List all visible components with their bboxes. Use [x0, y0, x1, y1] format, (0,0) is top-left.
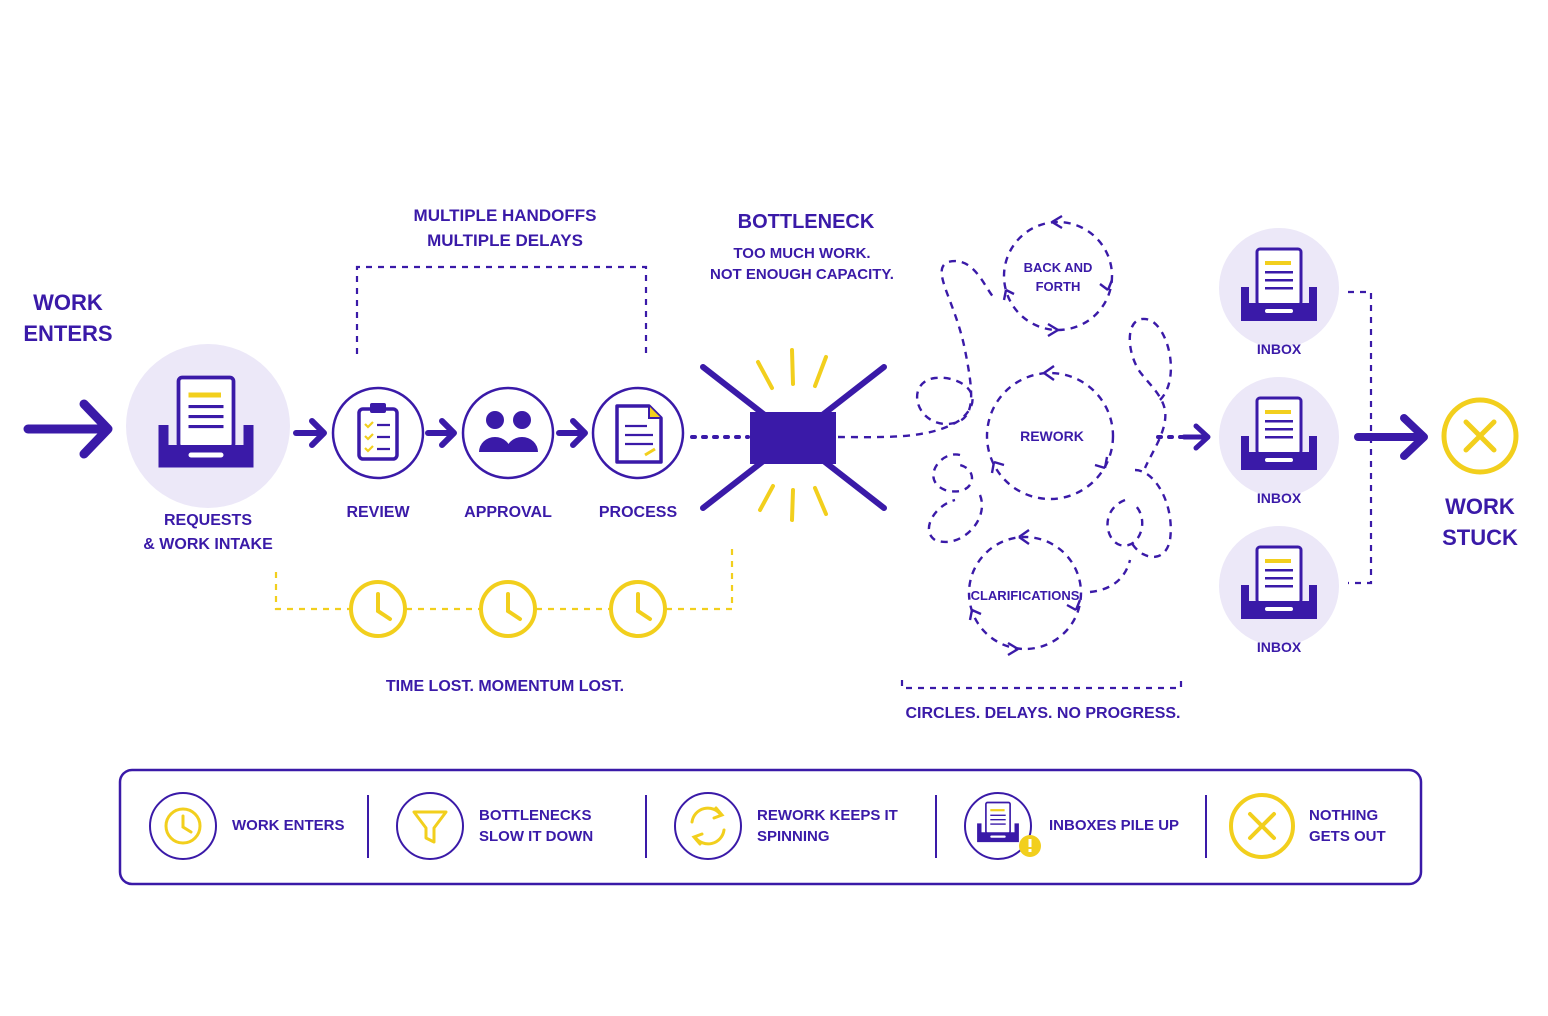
inbox-alert-icon [976, 801, 1041, 857]
dotted-arrow-to-inboxes [1156, 423, 1211, 451]
svg-text:MULTIPLE DELAYS: MULTIPLE DELAYS [427, 231, 583, 250]
handoffs-label: MULTIPLE HANDOFFS MULTIPLE DELAYS [414, 206, 597, 250]
legend-item-rework: REWORK KEEPS IT SPINNING [674, 792, 898, 860]
loop-paths [837, 259, 1173, 594]
svg-text:SPINNING: SPINNING [757, 828, 830, 845]
svg-text:REWORK KEEPS IT: REWORK KEEPS IT [757, 807, 898, 824]
clarifications-loop: CLARIFICATIONS [967, 529, 1083, 657]
x-circle-icon [1229, 793, 1295, 859]
people-icon [479, 411, 538, 452]
clipboard-icon [357, 403, 399, 461]
circles-caption: CIRCLES. DELAYS. NO PROGRESS. [905, 705, 1180, 722]
svg-text:& WORK INTAKE: & WORK INTAKE [143, 536, 273, 553]
svg-text:ENTERS: ENTERS [23, 321, 112, 346]
step-label-approval: APPROVAL [464, 504, 552, 521]
svg-text:WORK: WORK [1445, 494, 1515, 519]
exit-arrow [1354, 414, 1428, 460]
funnel-icon [412, 810, 448, 844]
svg-text:CLARIFICATIONS: CLARIFICATIONS [971, 588, 1080, 603]
svg-text:WORK: WORK [33, 290, 103, 315]
clock-icon [164, 807, 202, 845]
svg-text:REQUESTS: REQUESTS [164, 512, 252, 529]
document-icon [615, 404, 663, 464]
legend: WORK ENTERS BOTTLENECKS SLOW IT DOWN REW… [118, 768, 1423, 886]
svg-text:STUCK: STUCK [1442, 525, 1518, 550]
work-stuck-label: WORK STUCK [1442, 494, 1518, 550]
work-enters-label: WORK ENTERS [23, 290, 112, 346]
handoffs-bracket [355, 265, 648, 354]
circles-bracket [900, 680, 1183, 690]
inbox-1: INBOX [1219, 228, 1339, 357]
svg-text:BACK AND: BACK AND [1024, 260, 1093, 275]
refresh-icon [690, 806, 726, 846]
time-lost-caption: TIME LOST. MOMENTUM LOST. [386, 678, 624, 695]
legend-item-inboxes: INBOXES PILE UP [964, 792, 1179, 860]
x-circle-icon [1441, 397, 1519, 475]
svg-text:GETS OUT: GETS OUT [1309, 828, 1386, 845]
entry-arrow [23, 399, 113, 459]
svg-text:INBOX: INBOX [1257, 639, 1302, 655]
process-step [591, 386, 685, 480]
intake-label: REQUESTS & WORK INTAKE [143, 512, 273, 553]
svg-text:NOT ENOUGH CAPACITY.: NOT ENOUGH CAPACITY. [710, 266, 894, 283]
bottleneck-label: BOTTLENECK TOO MUCH WORK. NOT ENOUGH CAP… [710, 211, 894, 283]
clock-icon [609, 580, 667, 638]
rework-loop: REWORK [985, 365, 1115, 501]
approval-step [461, 386, 555, 480]
svg-text:NOTHING: NOTHING [1309, 807, 1378, 824]
svg-text:BOTTLENECK: BOTTLENECK [738, 211, 875, 233]
time-lost-bracket [274, 546, 734, 611]
step-label-process: PROCESS [599, 504, 678, 521]
inbox-2: INBOX [1219, 377, 1339, 506]
legend-item-work-enters: WORK ENTERS [149, 792, 345, 860]
svg-text:SLOW IT DOWN: SLOW IT DOWN [479, 828, 593, 845]
review-step [331, 386, 425, 480]
legend-item-bottlenecks: BOTTLENECKS SLOW IT DOWN [396, 792, 593, 860]
inbox-3: INBOX [1219, 526, 1339, 655]
clock-icon [479, 580, 537, 638]
step-arrows [293, 418, 588, 448]
svg-text:FORTH: FORTH [1036, 279, 1081, 294]
bottleneck-block [700, 348, 887, 522]
legend-item-nothing-gets-out: NOTHING GETS OUT [1229, 793, 1386, 859]
svg-text:BOTTLENECKS: BOTTLENECKS [479, 807, 592, 824]
svg-text:MULTIPLE HANDOFFS: MULTIPLE HANDOFFS [414, 206, 597, 225]
svg-text:WORK ENTERS: WORK ENTERS [232, 817, 345, 834]
back-and-forth-loop: BACK AND FORTH [1002, 214, 1114, 338]
intake-node [126, 344, 290, 508]
svg-text:REWORK: REWORK [1020, 428, 1084, 444]
svg-text:INBOXES PILE UP: INBOXES PILE UP [1049, 817, 1179, 834]
svg-text:INBOX: INBOX [1257, 490, 1302, 506]
clock-icon [349, 580, 407, 638]
step-label-review: REVIEW [346, 504, 410, 521]
svg-text:TOO MUCH WORK.: TOO MUCH WORK. [733, 245, 870, 262]
svg-text:INBOX: INBOX [1257, 341, 1302, 357]
